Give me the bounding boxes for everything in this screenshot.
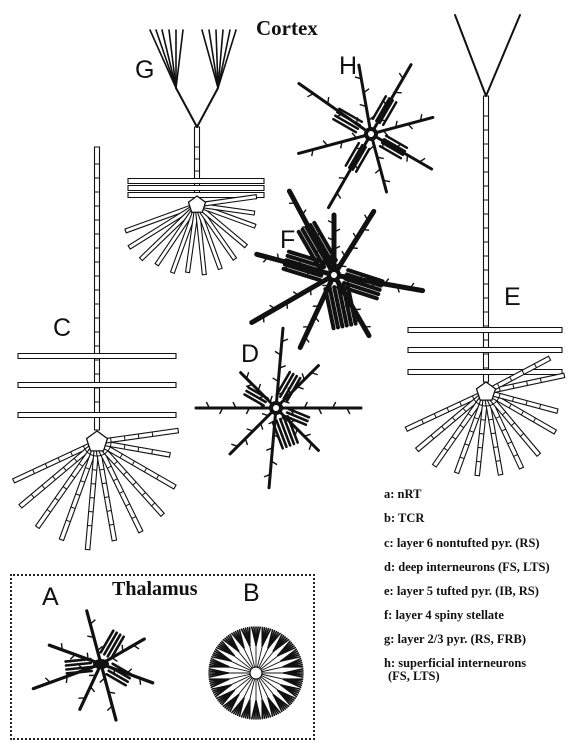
legend-item-h-line2: (FS, LTS)	[388, 669, 440, 684]
panel-label-c: C	[53, 314, 72, 342]
panel-label-e: E	[504, 283, 521, 311]
thalamus-title: Thalamus	[112, 578, 198, 600]
neuron-c-soma	[85, 430, 109, 452]
neuron-g-soma	[187, 195, 207, 213]
legend-item-h-line1: h: superficial interneurons	[384, 656, 527, 670]
neuron-d	[194, 326, 363, 490]
legend-item-c: c: layer 6 nontufted pyr. (RS)	[384, 536, 540, 550]
legend-item-f: f: layer 4 spiny stellate	[384, 608, 504, 622]
legend-item-a: a: nRT	[384, 487, 422, 501]
legend-item-g: g: layer 2/3 pyr. (RS, FRB)	[384, 632, 527, 646]
neuron-f	[249, 188, 426, 351]
neuron-b-soma	[249, 666, 263, 680]
neuron-b	[208, 626, 304, 720]
neuron-e	[404, 14, 566, 477]
neuron-a	[31, 609, 155, 722]
cortex-title: Cortex	[256, 16, 318, 40]
legend-item-e: e: layer 5 tufted pyr. (IB, RS)	[384, 584, 539, 598]
panel-label-f: F	[280, 226, 296, 254]
legend-item-b: b: TCR	[384, 511, 425, 525]
neuron-g	[124, 29, 265, 276]
neuron-e-soma	[475, 381, 497, 401]
legend-item-d: d: deep interneurons (FS, LTS)	[384, 560, 550, 574]
panel-label-h: H	[339, 52, 358, 80]
panel-label-g: G	[135, 56, 155, 84]
neuron-h	[297, 63, 435, 210]
legend-item-h: h: superficial interneurons (FS, LTS)	[384, 656, 527, 684]
neuron-c	[11, 146, 180, 551]
panel-label-a: A	[42, 583, 59, 611]
panel-label-b: B	[243, 579, 260, 607]
thalamus-box	[10, 574, 315, 740]
panel-label-d: D	[241, 340, 260, 368]
neuron-a-soma	[93, 659, 109, 669]
